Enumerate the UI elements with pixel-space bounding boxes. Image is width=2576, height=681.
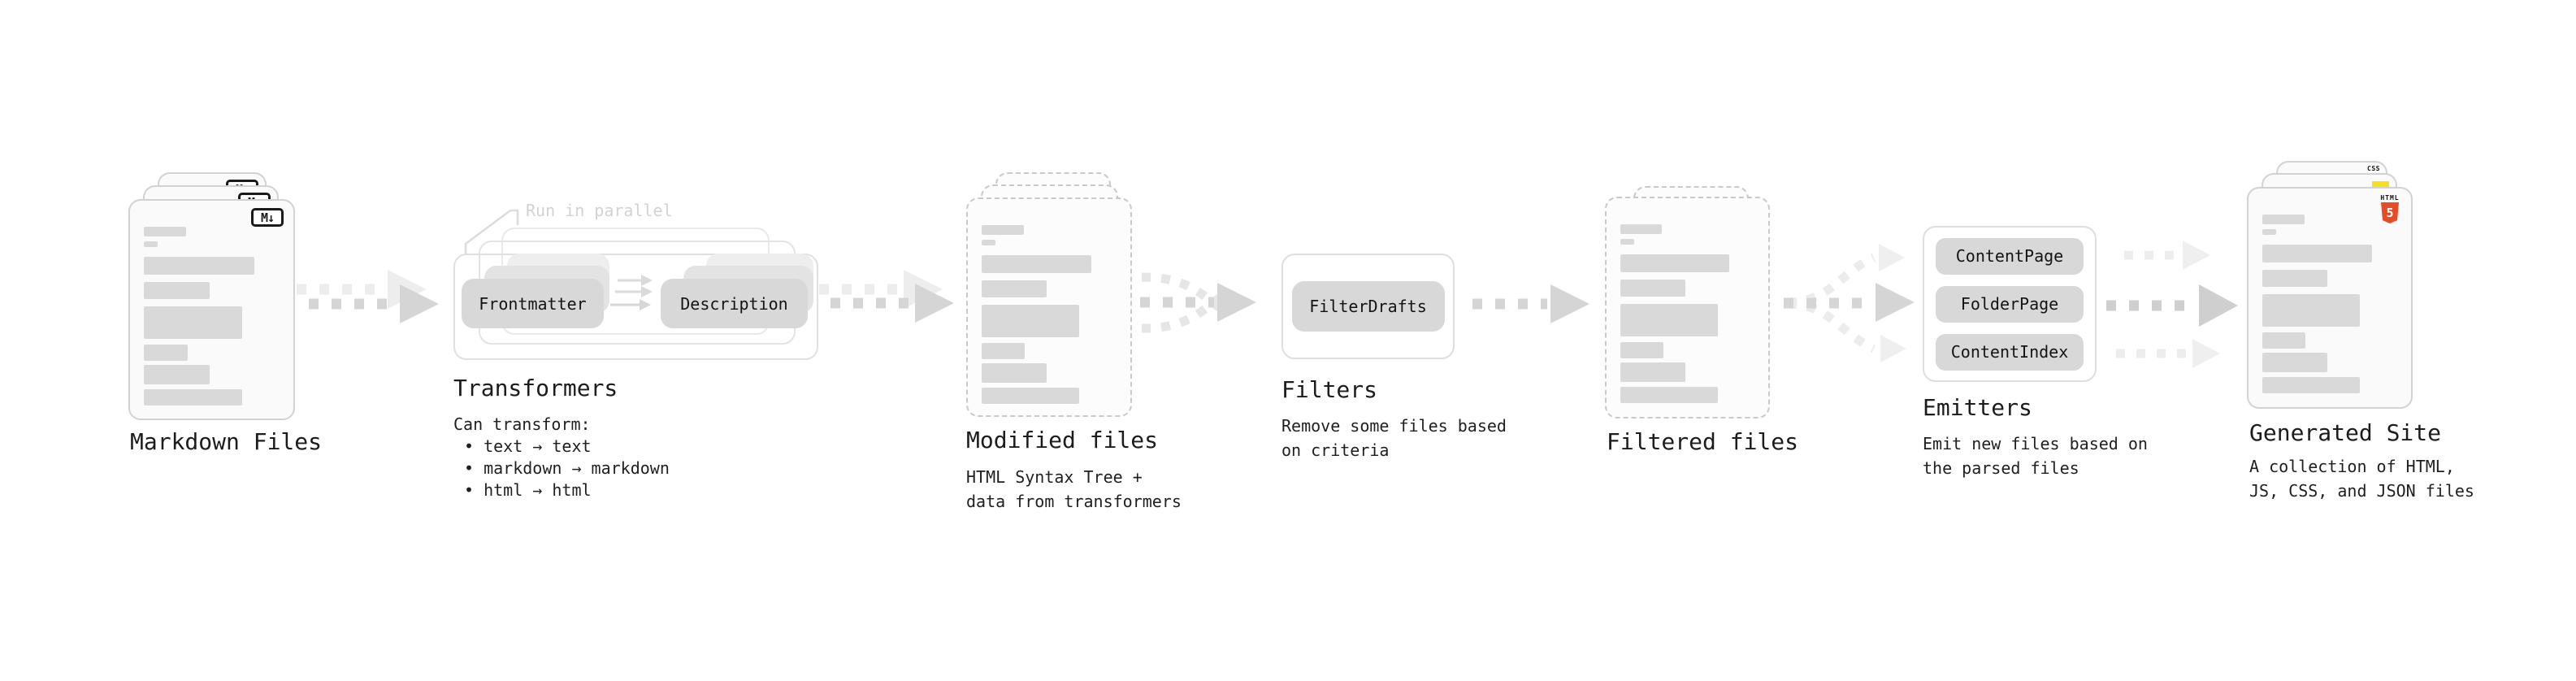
html5-icon: HTML 5 [2379,194,2400,223]
run-in-parallel-annotation: Run in parallel [526,201,673,220]
emitters-box: ContentPage FolderPage ContentIndex [1923,226,2097,382]
filters-box: FilterDrafts [1281,254,1455,359]
transformer-frame-front [453,254,818,360]
transformers-title: Transformers [453,375,618,401]
filtered-file-card-front [1605,197,1770,419]
flow-arrow-modified-to-filters [1140,272,1256,333]
generated-site-title: Generated Site [2249,419,2442,446]
flow-arrow-markdown-to-transformers [309,284,439,323]
flow-arrow-transformers-to-modified [830,284,954,323]
modified-files-subtitle: HTML Syntax Tree + data from transformer… [966,467,1182,511]
doc-text-placeholder [144,227,280,406]
doc-text-placeholder [1620,224,1755,403]
emitter-folderpage-pill: FolderPage [1936,285,2084,323]
markdown-icon: M↓ [251,208,284,227]
doc-text-placeholder [982,225,1117,404]
transformer-description-pill: Description [661,279,808,328]
emitter-contentpage-pill: ContentPage [1936,237,2084,275]
filter-drafts-pill: FilterDrafts [1291,281,1445,332]
flow-arrow-filters-to-filtered [1472,284,1589,323]
filters-subtitle: Remove some files based on criteria [1281,416,1507,460]
transformer-step-arrows [610,275,653,310]
markdown-files-title: Markdown Files [130,428,323,455]
doc-text-placeholder [2262,215,2398,393]
markdown-file-card-front: M↓ [128,199,295,420]
flow-arrow-emitters-to-generated-top [2124,241,2210,270]
transformers-subtitle: Can transform: • text → text • markdown … [453,414,670,500]
flow-arrow-emitters-to-generated-middle [2106,284,2238,327]
filtered-files-title: Filtered files [1607,428,1799,455]
generated-site-subtitle: A collection of HTML, JS, CSS, and JSON … [2249,457,2474,501]
emitter-contentindex-pill: ContentIndex [1936,333,2084,371]
filters-title: Filters [1281,376,1378,403]
generated-html-file-card: HTML 5 [2247,187,2413,409]
transformer-frontmatter-pill: Frontmatter [462,279,604,328]
flow-arrow-emitters-to-generated-bottom [2116,339,2220,368]
modified-files-title: Modified files [966,427,1159,453]
run-in-parallel-leader-line [464,209,519,254]
modified-file-card-front [966,197,1132,417]
emitters-title: Emitters [1923,394,2032,421]
emitters-subtitle: Emit new files based on the parsed files [1923,434,2148,478]
flow-arrow-filtered-to-emitters [1784,244,1915,362]
